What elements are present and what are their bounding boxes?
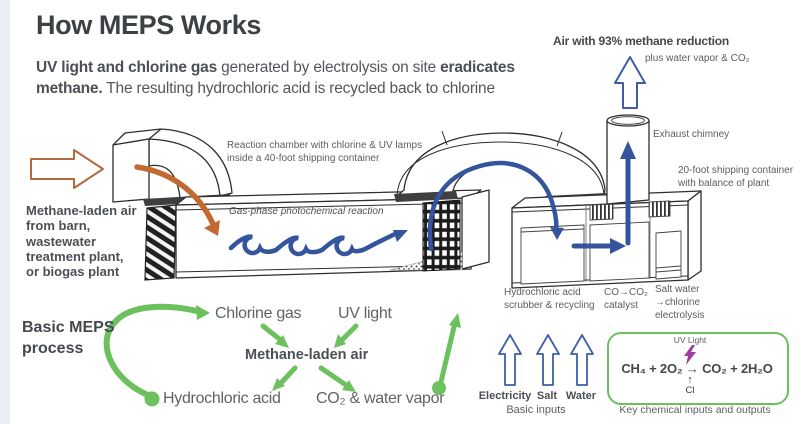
electricity-label: Electricity — [478, 390, 532, 402]
intro-bold-eradicates: eradicates — [440, 59, 515, 76]
clean-air-arrow — [614, 56, 646, 109]
chemical-equation-box — [607, 332, 789, 405]
recycle-arrow — [103, 303, 210, 407]
intro-normal-2: The resulting hydrochloric acid is recyc… — [102, 80, 495, 97]
chlorine-to-methane-arrow — [260, 323, 289, 348]
water-arrow — [570, 334, 594, 386]
scrubber-label: Hydrochloric acid scrubber & recycling — [504, 287, 595, 311]
salt-label: Salt — [536, 390, 558, 402]
process-co2-water-vapor: CO₂ & water vapor — [316, 390, 445, 407]
electricity-arrow — [498, 334, 522, 386]
methane-input-arrow — [30, 149, 104, 189]
equation-uv-light-label: UV Light — [673, 335, 707, 345]
lightning-bolt-icon — [684, 345, 696, 365]
chimney-flow-arrow — [620, 141, 636, 246]
output-subtext: plus water vapor & CO₂ — [645, 53, 750, 64]
inlet-duct-elbow — [112, 128, 233, 203]
salt-arrow — [536, 334, 560, 386]
process-hydrochloric-acid: Hydrochloric acid — [163, 390, 281, 407]
intro-text: UV light and chlorine gas generated by e… — [36, 57, 611, 99]
output-heading: Air with 93% methane reduction — [553, 34, 730, 48]
uv-to-methane-arrow — [334, 323, 359, 348]
process-uv-light: UV light — [338, 305, 392, 322]
left-edge-tint — [0, 0, 10, 424]
water-label: Water — [565, 390, 597, 402]
intro-bold-methane: methane. — [36, 80, 103, 97]
page-title: How MEPS Works — [36, 10, 261, 40]
intro-bold-uv-chlorine: UV light and chlorine gas — [36, 59, 218, 76]
catalyst-flow-arrow — [571, 238, 626, 254]
methane-to-co2-arrow — [318, 365, 356, 392]
chem-box-caption: Key chemical inputs and outputs — [619, 404, 771, 416]
basic-inputs-caption: Basic inputs — [506, 404, 566, 416]
gas-phase-label: Gas-phase photochemical reaction — [229, 206, 384, 217]
container20-label: 20-foot shipping container with balance … — [678, 165, 794, 189]
flow-arch-arrow — [427, 160, 564, 252]
exhaust-chimney-label: Exhaust chimney — [653, 129, 730, 140]
catalyst-label: CO→CO₂ catalyst — [604, 287, 648, 311]
chemical-equation: CH₄ + 2O₂ → CO₂ + 2H₂O — [621, 361, 773, 376]
intro-normal-1: generated by electrolysis on site — [217, 59, 441, 76]
process-chlorine-gas: Chlorine gas — [215, 305, 302, 322]
process-methane-laden-air: Methane-laden air — [245, 347, 369, 363]
electrolysis-label: Salt water →chlorine electrolysis — [655, 284, 705, 321]
basic-process-label: Basic MEPS process — [22, 319, 115, 357]
photochemical-spiral-arrow — [228, 230, 408, 257]
methane-to-hcl-arrow — [272, 365, 298, 391]
inlet-grille — [144, 204, 177, 281]
plant-internal-units — [520, 200, 682, 285]
co2-output-arrow — [432, 313, 461, 395]
methane-source-label: Methane-laden air from barn, wastewater … — [26, 203, 137, 280]
reaction-chamber-note: Reaction chamber with chlorine & UV lamp… — [227, 140, 423, 164]
input-arrows — [498, 334, 594, 386]
cl-label: Cl — [685, 385, 695, 396]
orange-flow-arrow — [134, 164, 220, 236]
cl-up-arrow: ↑ — [687, 374, 693, 386]
reaction-container — [175, 189, 490, 279]
